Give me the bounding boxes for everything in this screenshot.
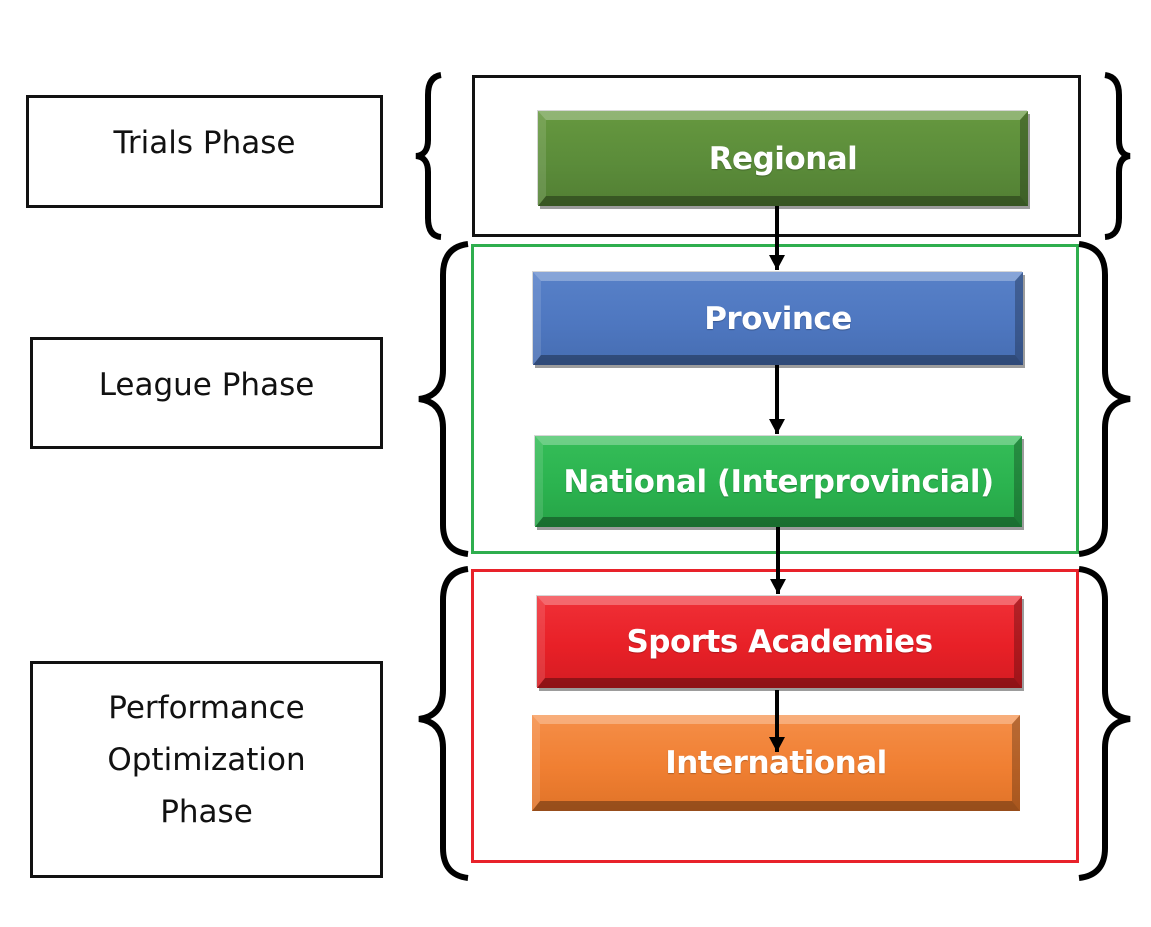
left-brace-performance-icon [418, 566, 469, 881]
phase-label-league: League Phase [30, 337, 383, 449]
level-sports-academies-label: Sports Academies [626, 624, 933, 660]
phase-label-performance-line1: Performance [108, 690, 305, 726]
right-brace-trials-icon [1104, 72, 1131, 240]
level-province-label: Province [704, 300, 852, 337]
level-national-label: National (Interprovincial) [563, 463, 994, 500]
level-international: International [532, 715, 1020, 811]
right-brace-league-icon [1078, 241, 1131, 557]
left-brace-trials-icon [415, 72, 442, 240]
level-province: Province [533, 272, 1023, 365]
phase-label-trials-text: Trials Phase [113, 125, 296, 161]
level-sports-academies: Sports Academies [537, 596, 1022, 688]
phase-label-performance-line3: Phase [160, 794, 253, 830]
phase-label-trials: Trials Phase [26, 95, 383, 208]
level-regional: Regional [538, 111, 1028, 206]
level-international-label: International [665, 745, 887, 781]
level-national: National (Interprovincial) [535, 436, 1022, 527]
phase-label-performance-line2: Optimization [107, 742, 306, 778]
level-regional-label: Regional [708, 140, 858, 177]
right-brace-performance-icon [1078, 566, 1131, 881]
phase-label-league-text: League Phase [98, 367, 315, 403]
phase-label-performance: Performance Optimization Phase [30, 661, 383, 878]
left-brace-league-icon [418, 241, 469, 557]
performance-group-frame [471, 569, 1079, 863]
